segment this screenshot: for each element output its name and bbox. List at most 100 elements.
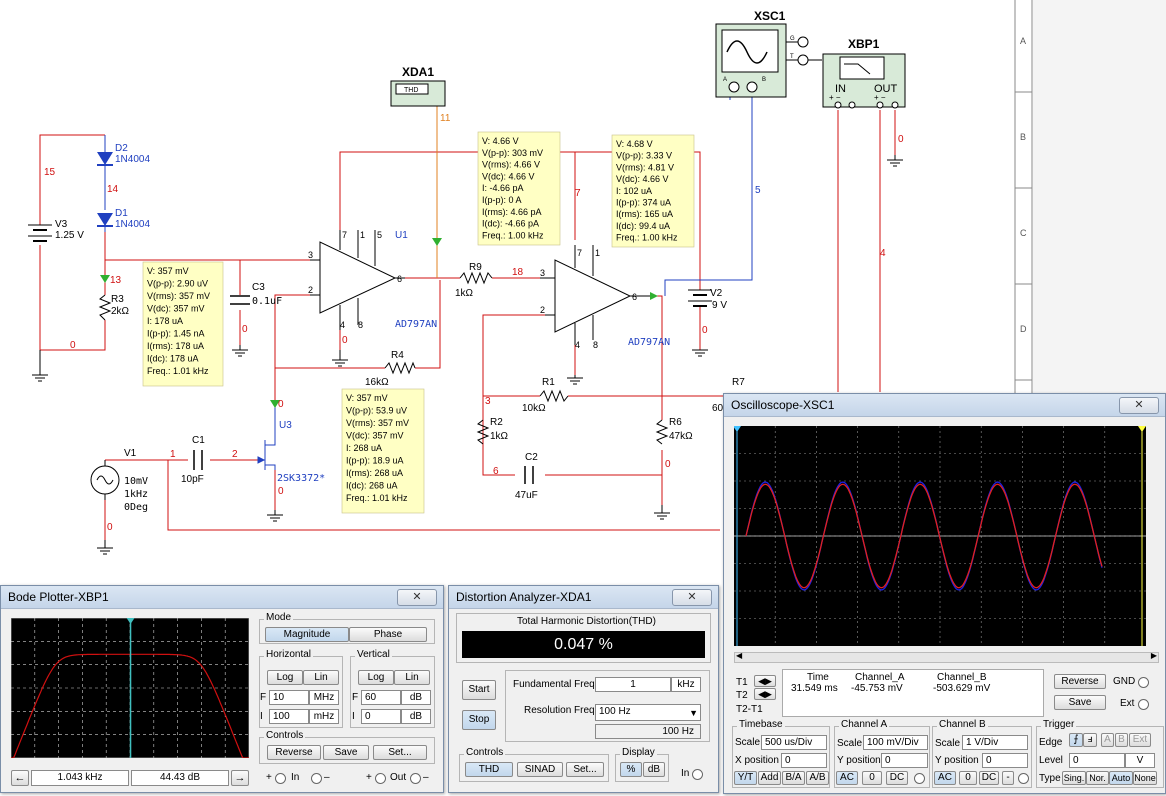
chb-dc-button[interactable]: DC xyxy=(979,771,999,785)
cha-ac-button[interactable]: AC xyxy=(836,771,858,785)
scope-t1-arrows[interactable]: ◀▶ xyxy=(754,675,776,687)
instrument-xbp1[interactable]: XBP1 IN OUT + − + − xyxy=(822,37,906,109)
timebase-ab-button[interactable]: A/B xyxy=(806,771,829,785)
scope-reverse-button[interactable]: Reverse xyxy=(1054,674,1106,689)
cha-zero-button[interactable]: 0 xyxy=(862,771,882,785)
chb-ypos-input[interactable]: 0 xyxy=(982,753,1028,768)
probe-label-4[interactable]: V: 357 mV V(p-p): 53.9 uV V(rms): 357 mV… xyxy=(341,388,425,514)
resistor-r3[interactable] xyxy=(98,294,112,321)
bode-in-minus-terminal[interactable] xyxy=(311,773,322,784)
bode-cursor-tip[interactable] xyxy=(126,618,135,624)
sinad-mode-button[interactable]: SINAD xyxy=(517,762,563,777)
scope-save-button[interactable]: Save xyxy=(1054,695,1106,710)
distortion-close-button[interactable]: ✕ xyxy=(672,589,712,606)
trigger-normal-button[interactable]: Nor. xyxy=(1086,771,1109,785)
bode-set-button[interactable]: Set... xyxy=(373,745,427,760)
bode-in-plus-terminal[interactable] xyxy=(275,773,286,784)
chb-minus-button[interactable]: - xyxy=(1002,771,1014,785)
trigger-source-b[interactable]: B xyxy=(1115,733,1128,747)
probe-label-1[interactable]: V: 357 mV V(p-p): 2.90 uV V(rms): 357 mV… xyxy=(142,261,224,387)
bode-h-f-input[interactable]: 10 xyxy=(269,690,309,705)
oscilloscope-window[interactable]: Oscilloscope-XSC1 ✕ ◀ ▶ T1 ◀▶ T2 ◀▶ T2-T… xyxy=(723,393,1166,794)
bode-v-i-unit[interactable]: dB xyxy=(401,709,431,724)
cha-scale-input[interactable]: 100 mV/Div xyxy=(863,735,928,750)
scope-screen[interactable] xyxy=(734,426,1146,646)
capacitor-c3[interactable] xyxy=(230,295,250,305)
bode-phase-button[interactable]: Phase xyxy=(349,627,427,642)
timebase-xpos-input[interactable]: 0 xyxy=(781,753,827,768)
resistor-r6[interactable] xyxy=(655,419,669,445)
bode-out-minus-terminal[interactable] xyxy=(410,773,421,784)
bode-plotter-window[interactable]: Bode Plotter-XBP1 ✕ ← 1.043 kHz 44.43 dB… xyxy=(0,585,444,793)
timebase-ba-button[interactable]: B/A xyxy=(782,771,805,785)
bode-v-log-button[interactable]: Log xyxy=(358,670,394,685)
timebase-add-button[interactable]: Add xyxy=(758,771,781,785)
timebase-yt-button[interactable]: Y/T xyxy=(734,771,757,785)
trigger-rising-edge-icon[interactable]: ⨍ xyxy=(1069,733,1083,747)
diode-d1[interactable] xyxy=(97,213,113,232)
bode-plot[interactable] xyxy=(11,618,249,758)
instrument-xsc1[interactable]: XSC1 A B G T xyxy=(715,9,822,98)
chb-zero-button[interactable]: 0 xyxy=(959,771,977,785)
probe-label-2[interactable]: V: 4.66 V V(p-p): 303 mV V(rms): 4.66 V … xyxy=(477,131,561,246)
timebase-scale-input[interactable]: 500 us/Div xyxy=(761,735,827,750)
fundamental-freq-input[interactable]: 1 xyxy=(595,677,671,692)
trigger-none-button[interactable]: None xyxy=(1133,771,1157,785)
capacitor-c1[interactable] xyxy=(193,450,203,470)
scope-cursor-t2-tip[interactable] xyxy=(1138,426,1146,432)
trigger-source-ext[interactable]: Ext xyxy=(1129,733,1151,747)
trigger-level-input[interactable]: 0 xyxy=(1069,753,1125,768)
resistor-r9[interactable] xyxy=(459,271,493,285)
battery-v3[interactable] xyxy=(28,224,52,242)
distortion-stop-button[interactable]: Stop xyxy=(462,710,496,730)
distortion-set-button[interactable]: Set... xyxy=(566,762,604,777)
scroll-right-icon[interactable]: ▶ xyxy=(1150,651,1157,660)
trigger-single-button[interactable]: Sing. xyxy=(1062,771,1086,785)
display-db-button[interactable]: dB xyxy=(643,762,665,777)
trigger-falling-edge-icon[interactable]: ⅎ xyxy=(1083,733,1097,747)
bode-v-lin-button[interactable]: Lin xyxy=(394,670,430,685)
bode-h-lin-button[interactable]: Lin xyxy=(303,670,339,685)
scope-titlebar[interactable]: Oscilloscope-XSC1 ✕ xyxy=(724,394,1165,417)
bode-v-f-unit[interactable]: dB xyxy=(401,690,431,705)
trigger-auto-button[interactable]: Auto xyxy=(1109,771,1133,785)
diode-d2[interactable] xyxy=(97,135,113,210)
resolution-freq-select[interactable]: 100 Hz ▼ xyxy=(595,704,701,721)
chb-terminal[interactable] xyxy=(1018,773,1029,784)
chb-scale-input[interactable]: 1 V/Div xyxy=(962,735,1028,750)
cha-terminal[interactable] xyxy=(914,773,925,784)
bode-save-button[interactable]: Save xyxy=(323,745,369,760)
chb-ac-button[interactable]: AC xyxy=(934,771,956,785)
resistor-r1[interactable] xyxy=(539,389,569,403)
bode-left-arrow[interactable]: ← xyxy=(11,770,29,786)
bode-h-i-unit[interactable]: mHz xyxy=(309,709,339,724)
bode-magnitude-button[interactable]: Magnitude xyxy=(265,627,349,642)
bode-titlebar[interactable]: Bode Plotter-XBP1 ✕ xyxy=(1,586,443,609)
display-percent-button[interactable]: % xyxy=(620,762,642,777)
battery-v2[interactable] xyxy=(688,289,712,307)
scope-gnd-terminal[interactable] xyxy=(1138,677,1149,688)
resistor-r2[interactable] xyxy=(476,419,490,445)
opamp-u2[interactable] xyxy=(540,245,650,345)
bode-v-f-input[interactable]: 60 xyxy=(361,690,401,705)
dropdown-arrow-icon[interactable]: ▼ xyxy=(689,708,698,718)
jfet-u3[interactable] xyxy=(257,400,276,470)
bode-h-i-input[interactable]: 100 xyxy=(269,709,309,724)
bode-h-log-button[interactable]: Log xyxy=(267,670,303,685)
bode-right-arrow[interactable]: → xyxy=(231,770,249,786)
scope-ext-terminal[interactable] xyxy=(1138,699,1149,710)
cha-dc-button[interactable]: DC xyxy=(886,771,908,785)
capacitor-c2[interactable] xyxy=(524,466,534,484)
instrument-xda1[interactable]: THD XDA1 xyxy=(390,65,446,107)
bode-v-i-input[interactable]: 0 xyxy=(361,709,401,724)
trigger-source-a[interactable]: A xyxy=(1101,733,1114,747)
thd-mode-button[interactable]: THD xyxy=(465,762,513,777)
probe-label-3[interactable]: V: 4.68 V V(p-p): 3.33 V V(rms): 4.81 V … xyxy=(611,134,695,248)
cha-ypos-input[interactable]: 0 xyxy=(881,753,928,768)
scope-horizontal-scrollbar[interactable]: ◀ ▶ xyxy=(734,651,1159,663)
bode-close-button[interactable]: ✕ xyxy=(397,589,437,606)
scroll-left-icon[interactable]: ◀ xyxy=(736,651,743,660)
resistor-r4[interactable] xyxy=(384,361,416,375)
bode-reverse-button[interactable]: Reverse xyxy=(267,745,321,760)
